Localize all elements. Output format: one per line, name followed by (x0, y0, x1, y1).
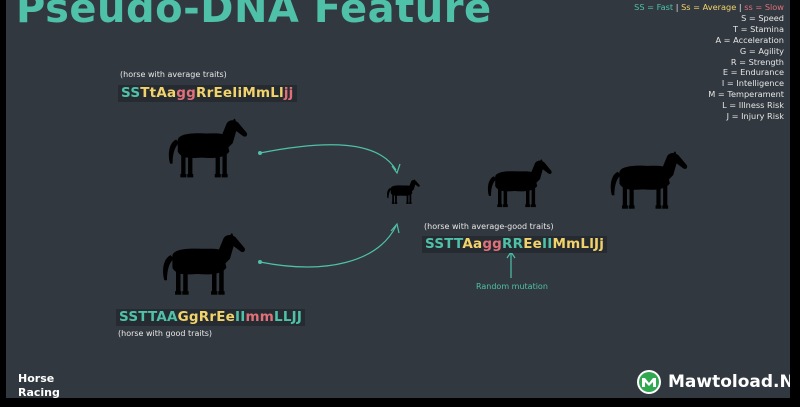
legend-item-injury-risk: J = Injury Risk (726, 111, 784, 122)
arrow-parent1-to-foal (259, 144, 397, 171)
foal-icon (385, 172, 421, 212)
arrowhead (391, 163, 401, 175)
watermark-text: Mawtoload.Net (668, 372, 790, 392)
gene-pair: II (542, 236, 553, 252)
gene-pair: jj (283, 85, 294, 101)
gene-pair: Ll (270, 85, 284, 101)
brand-logo: Horse Racing (18, 372, 60, 398)
gene-pair: Mm (242, 85, 271, 101)
legend-item-endurance: E = Endurance (722, 67, 784, 78)
gene-pair: Ee (216, 309, 236, 325)
parent1-dna: SSTtAaggRrEeIiMmLljj (118, 85, 297, 102)
watermark-logo-icon (637, 370, 661, 394)
slide: Pseudo-DNA Feature SS = Fast | Ss = Aver… (6, 0, 790, 398)
adult-horse-icon (606, 148, 690, 214)
legend-item-acceleration: A = Acceleration (715, 34, 784, 45)
gene-pair: Ii (232, 85, 243, 101)
gene-pair: mm (245, 309, 275, 325)
gene-pair: Aa (156, 85, 177, 101)
gene-pair: TT (444, 236, 463, 252)
legend-separator: | (738, 2, 742, 12)
gene-pair: Rr (196, 85, 214, 101)
parent2-dna: SSTTAAGgRrEeIImmLLJJ (116, 309, 306, 326)
gene-pair: AA (156, 309, 178, 325)
watermark: Mawtoload.Net (636, 369, 790, 395)
gene-pair: JJ (291, 309, 303, 325)
arrow-parent2-to-foal (259, 225, 397, 268)
brand-line-1: Horse (18, 372, 55, 385)
trait-legend: SS = Fast | Ss = Average | ss = Slow S =… (634, 2, 784, 122)
breeding-arrows (258, 144, 516, 278)
young-horse-icon (484, 154, 554, 214)
gene-pair: Jj (594, 236, 605, 252)
gene-pair: SS (425, 236, 445, 252)
brand-line-2: Racing (18, 386, 60, 398)
parent1-caption: (horse with average traits) (120, 70, 227, 79)
offspring-caption: (horse with average-good traits) (424, 222, 554, 231)
page-title: Pseudo-DNA Feature (16, 0, 492, 32)
gene-pair: II (235, 309, 246, 325)
legend-slow: ss = Slow (744, 2, 784, 12)
legend-average: Ss = Average (681, 2, 737, 12)
legend-item-agility: G = Agility (739, 45, 784, 56)
gene-pair: RR (502, 236, 524, 252)
arrowhead (390, 222, 400, 234)
gene-pair: TT (138, 309, 157, 325)
gene-pair: gg (176, 85, 197, 101)
gene-pair: Rr (198, 309, 217, 325)
gene-pair: SS (119, 309, 139, 325)
gene-pair: Gg (177, 309, 199, 325)
parent2-caption: (horse with good traits) (118, 329, 212, 338)
legend-item-temperament: M = Temperament (708, 89, 784, 100)
legend-item-intelligence: I = Intelligence (721, 78, 784, 89)
gene-pair: gg (482, 236, 503, 252)
gene-pair: SS (121, 85, 141, 101)
legend-key-row: SS = Fast | Ss = Average | ss = Slow (634, 2, 784, 13)
legend-fast: SS = Fast (634, 2, 674, 12)
gene-pair: Aa (462, 236, 483, 252)
gene-pair: Ee (213, 85, 233, 101)
gene-pair: LL (274, 309, 292, 325)
gene-pair: Tt (140, 85, 157, 101)
legend-item-stamina: T = Stamina (733, 23, 784, 34)
gene-pair: Mm (552, 236, 581, 252)
legend-item-speed: S = Speed (741, 12, 784, 23)
mutation-label: Random mutation (476, 282, 548, 291)
legend-item-illness-risk: L = Illness Risk (722, 100, 784, 111)
gene-pair: Ll (580, 236, 595, 252)
legend-item-strength: R = Strength (730, 56, 784, 67)
offspring-dna: SSTTAaggRREeIIMmLlJj (422, 236, 608, 253)
legend-separator: | (675, 2, 679, 12)
gene-pair: Ee (523, 236, 543, 252)
